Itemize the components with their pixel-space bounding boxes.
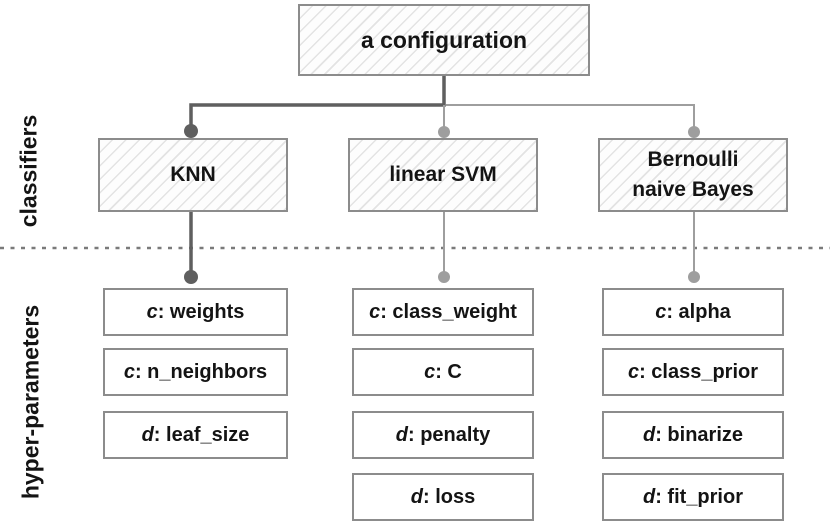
param-prefix: c <box>424 360 436 383</box>
param-prefix: d <box>643 485 656 508</box>
param-svm-c: c: C <box>352 348 534 396</box>
param-bayes-fit-prior: d: fit_prior <box>602 473 784 521</box>
param-knn-weights: c: weights <box>103 288 288 336</box>
section-label-hyper-parameters: hyper-parameters <box>17 304 44 500</box>
param-name: : alpha <box>666 300 731 323</box>
section-label-classifiers: classifiers <box>15 114 42 228</box>
param-bayes-binarize: d: binarize <box>602 411 784 459</box>
param-prefix: d <box>141 423 154 446</box>
param-knn-leaf-size: d: leaf_size <box>103 411 288 459</box>
param-svm-class-weight: c: class_weight <box>352 288 534 336</box>
param-name: : weights <box>157 300 245 323</box>
param-name: : binarize <box>655 423 743 446</box>
node-bernoulli-naive-bayes: Bernoulli naive Bayes <box>598 138 788 212</box>
param-bayes-class-prior: c: class_prior <box>602 348 784 396</box>
param-prefix: c <box>123 360 135 383</box>
connector-dot-svm-params <box>438 271 450 283</box>
param-bayes-alpha: c: alpha <box>602 288 784 336</box>
param-prefix: c <box>369 300 381 323</box>
param-name: : class_weight <box>380 300 517 323</box>
connector-config-to-bayes <box>446 104 695 127</box>
param-name: : penalty <box>407 423 491 446</box>
param-name: : class_prior <box>639 360 759 383</box>
node-knn-label: KNN <box>170 163 216 186</box>
connector-dot-knn <box>184 124 198 138</box>
connector-dot-bayes-params <box>688 271 700 283</box>
node-linear-svm-label: linear SVM <box>389 163 497 186</box>
param-name: : C <box>435 360 462 383</box>
param-prefix: c <box>627 360 640 383</box>
param-name: : leaf_size <box>153 423 250 446</box>
param-name: : loss <box>422 485 476 508</box>
param-knn-n-neighbors: c: n_neighbors <box>103 348 288 396</box>
param-svm-penalty: d: penalty <box>352 411 534 459</box>
connector-dot-knn-params <box>184 270 198 284</box>
connector-dot-svm <box>438 126 450 138</box>
param-prefix: c <box>655 300 667 323</box>
node-a-configuration-label: a configuration <box>360 26 528 53</box>
param-prefix: d <box>642 423 656 446</box>
param-prefix: c <box>146 300 158 323</box>
connector-config-to-knn <box>189 76 446 125</box>
node-a-configuration: a configuration <box>298 4 590 76</box>
node-linear-svm: linear SVM <box>348 138 538 212</box>
node-knn: KNN <box>98 138 288 212</box>
node-bernoulli-naive-bayes-label: Bernoulli naive Bayes <box>632 148 754 201</box>
param-svm-loss: d: loss <box>352 473 534 521</box>
param-prefix: d <box>395 423 408 446</box>
param-prefix: d <box>410 485 423 508</box>
connector-dot-bayes <box>688 126 700 138</box>
param-name: : n_neighbors <box>134 360 268 383</box>
param-name: : fit_prior <box>655 485 743 508</box>
